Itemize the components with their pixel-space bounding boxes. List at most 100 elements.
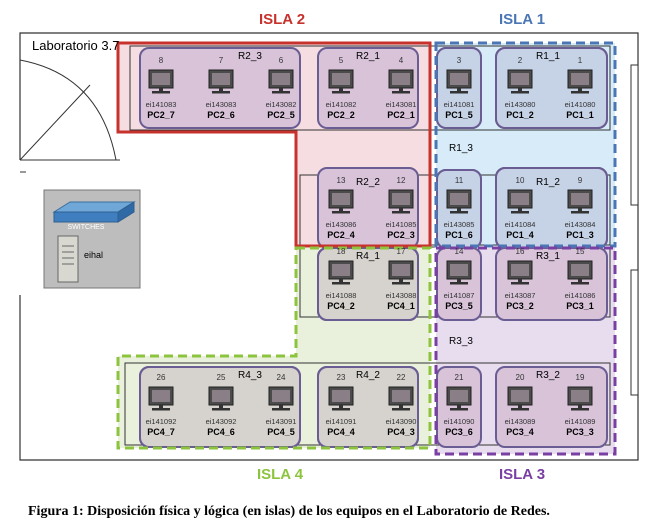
pc-name: PC1_4	[506, 230, 534, 240]
pc-number: 5	[339, 56, 344, 65]
pc-number: 22	[397, 373, 406, 382]
table-row-top	[129, 45, 611, 131]
pc-number: 10	[516, 176, 525, 185]
monitor-stand-icon	[392, 211, 410, 214]
row-label-r1-2: R1_2	[536, 177, 560, 188]
monitor-screen-icon	[272, 390, 290, 402]
row-label-r2-3: R2_3	[238, 51, 262, 62]
pc-number: 15	[576, 247, 585, 256]
row-label-r1-1: R1_1	[536, 51, 560, 62]
monitor-screen-icon	[511, 193, 529, 205]
pc-name: PC3_5	[445, 301, 473, 311]
monitor-neck-icon	[578, 88, 582, 91]
monitor-stand-icon	[332, 91, 350, 94]
pc-hostname: ei143085	[444, 220, 475, 229]
monitor-stand-icon	[511, 408, 529, 411]
lab-title: Laboratorio 3.7	[32, 38, 119, 53]
monitor-screen-icon	[511, 264, 529, 276]
row-label-r3-3: R3_3	[449, 336, 473, 347]
pc-hostname: ei143091	[266, 417, 297, 426]
monitor-stand-icon	[152, 408, 170, 411]
pc-hostname: ei141090	[444, 417, 475, 426]
monitor-stand-icon	[571, 91, 589, 94]
pc-number: 11	[455, 176, 464, 185]
pc-hostname: ei143082	[266, 100, 297, 109]
isla2-outline	[116, 41, 432, 248]
monitor-stand-icon	[511, 282, 529, 285]
pc-name: PC4_3	[387, 427, 415, 437]
monitor-screen-icon	[152, 73, 170, 85]
monitor-screen-icon	[152, 390, 170, 402]
monitor-neck-icon	[457, 405, 461, 408]
isla2-label: ISLA 2	[259, 11, 305, 28]
monitor-stand-icon	[511, 211, 529, 214]
pc-number: 16	[516, 247, 525, 256]
monitor-neck-icon	[578, 405, 582, 408]
monitor-screen-icon	[392, 193, 410, 205]
pc-hostname: ei141086	[565, 291, 596, 300]
pc-hostname: ei143088	[386, 291, 417, 300]
pc-hostname: ei143083	[206, 100, 237, 109]
pc-name: PC3_4	[506, 427, 534, 437]
row-label-r2-1: R2_1	[356, 51, 380, 62]
row-label-r4-2: R4_2	[356, 370, 380, 381]
pc-hostname: ei143087	[505, 291, 536, 300]
monitor-screen-icon	[332, 264, 350, 276]
pc-number: 17	[397, 247, 406, 256]
monitor-stand-icon	[511, 91, 529, 94]
pc-number: 3	[457, 56, 462, 65]
switch-label: SWITCHES	[68, 224, 105, 231]
pc-hostname: ei141087	[444, 291, 475, 300]
monitor-stand-icon	[450, 91, 468, 94]
monitor-screen-icon	[450, 264, 468, 276]
pc-number: 8	[159, 56, 164, 65]
monitor-neck-icon	[339, 88, 343, 91]
monitor-stand-icon	[450, 282, 468, 285]
monitor-screen-icon	[450, 73, 468, 85]
monitor-stand-icon	[152, 91, 170, 94]
monitor-stand-icon	[571, 282, 589, 285]
monitor-neck-icon	[399, 208, 403, 211]
pc-hostname: ei143086	[326, 220, 357, 229]
monitor-neck-icon	[339, 405, 343, 408]
pc-hostname: ei143092	[206, 417, 237, 426]
monitor-stand-icon	[571, 408, 589, 411]
pc-hostname: ei141082	[326, 100, 357, 109]
monitor-screen-icon	[571, 193, 589, 205]
pc-number: 21	[455, 373, 464, 382]
pc-name: PC2_2	[327, 110, 355, 120]
row-label-r4-3: R4_3	[238, 370, 262, 381]
monitor-stand-icon	[272, 91, 290, 94]
pc-number: 24	[277, 373, 286, 382]
pc-number: 4	[399, 56, 404, 65]
pc-name: PC3_1	[566, 301, 594, 311]
isla4-outline	[116, 246, 432, 450]
pc-number: 12	[397, 176, 406, 185]
pc-hostname: ei141088	[326, 291, 357, 300]
monitor-neck-icon	[399, 279, 403, 282]
monitor-stand-icon	[450, 408, 468, 411]
monitor-screen-icon	[450, 390, 468, 402]
window-bottom	[630, 269, 639, 396]
monitor-screen-icon	[511, 73, 529, 85]
pc-name: PC4_6	[207, 427, 235, 437]
monitor-stand-icon	[571, 211, 589, 214]
pc-hostname: ei141080	[565, 100, 596, 109]
pc-name: PC1_2	[506, 110, 534, 120]
pc-name: PC4_4	[327, 427, 355, 437]
